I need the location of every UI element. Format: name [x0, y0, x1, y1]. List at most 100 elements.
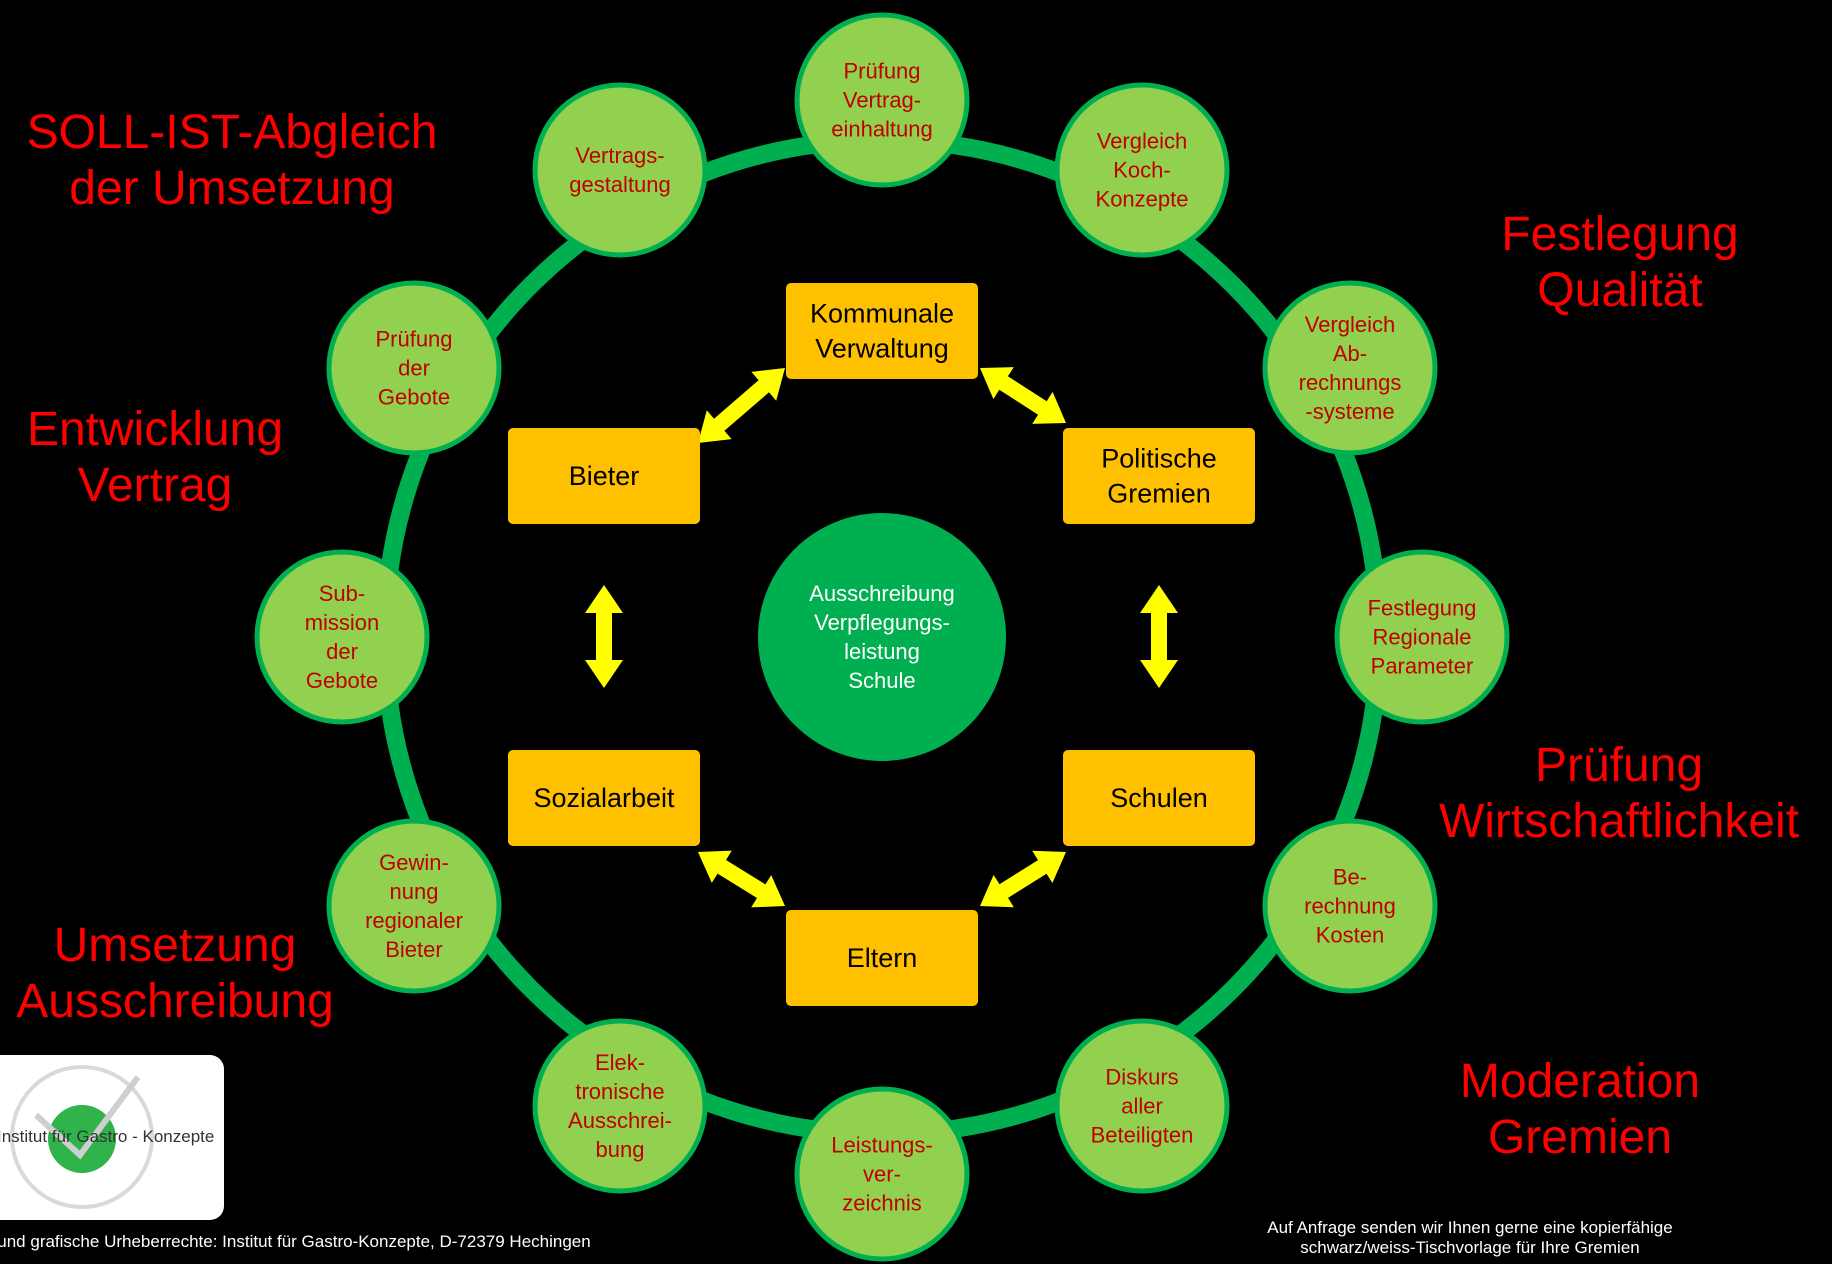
label-entwicklung-line-1: Entwicklung: [26, 403, 284, 456]
ring-node-diskurs-aller-beteiligten-line-2: aller: [1121, 1094, 1163, 1119]
center-text-line-3: leistung: [844, 639, 920, 664]
box-rect: [508, 428, 700, 524]
box-schulen-line-1: Schulen: [1110, 783, 1208, 813]
ring-node-vergleich-koch-konzepte-line-2: Koch-: [1113, 158, 1170, 183]
copyright-notice: Inhaltliche und grafische Urheberrechte:…: [0, 1232, 591, 1251]
arrow-schulen-eltern-icon: [980, 850, 1066, 908]
offer-note: Auf Anfrage senden wir Ihnen gerne eine …: [1160, 1218, 1780, 1258]
box-rect: [1063, 428, 1255, 524]
box-politische-gremien-line-2: Gremien: [1107, 479, 1211, 509]
box-politische-gremien-line-1: Politische: [1101, 444, 1217, 474]
offer-note-line-1: Auf Anfrage senden wir Ihnen gerne eine …: [1267, 1218, 1673, 1237]
box-schulen: Schulen: [1063, 750, 1255, 846]
ring-node-circle: [1262, 280, 1438, 456]
ring-node-festlegung-regionale-parameter-line-1: Festlegung: [1368, 596, 1477, 621]
ring-node-pruefung-vertrageinhaltung-line-1: Prüfung: [843, 59, 920, 84]
box-rect: [1063, 750, 1255, 846]
ring-node-circle: [254, 549, 430, 725]
center-circle: [758, 513, 1006, 761]
label-pruefung-line-1: Prüfung: [1534, 739, 1704, 792]
ring-node-gewinnung-regionaler-bieter-line-3: regionaler: [365, 908, 463, 933]
ring-node-elektronische-ausschreibung-line-3: Ausschrei-: [568, 1108, 672, 1133]
ring-node-circle: [532, 1018, 708, 1194]
label-pruefung-wirtschaftlichkeit: Prüfung Wirtschaftlichkeit: [1406, 738, 1832, 850]
offer-note-line-2: schwarz/weiss-Tischvorlage für Ihre Grem…: [1300, 1238, 1640, 1257]
label-festlegung-line-1: Festlegung: [1501, 208, 1739, 261]
box-eltern: Eltern: [786, 910, 978, 1006]
arrows-layer: [585, 367, 1178, 908]
arrow-bieter-verwaltung-icon: [698, 368, 785, 443]
ring-node-vergleich-abrechnungssysteme-line-3: rechnungs: [1299, 370, 1402, 395]
ring-node-circle: [532, 82, 708, 258]
label-umsetzung-line-2: Ausschreibung: [16, 975, 334, 1028]
institute-logo: Institut für Gastro - Konzepte: [0, 1055, 224, 1220]
box-rect: [786, 910, 978, 1006]
ring-node-circle: [1262, 818, 1438, 994]
box-sozialarbeit-line-1: Sozialarbeit: [533, 783, 675, 813]
box-bieter-line-1: Bieter: [569, 461, 640, 491]
ring-node-gewinnung-regionaler-bieter-line-2: nung: [390, 879, 439, 904]
ring-node-berechnung-kosten-line-1: Be-: [1333, 865, 1367, 890]
ring-node-pruefung-der-gebote-line-2: der: [398, 356, 430, 381]
arrow-gremien-schulen-icon: [1140, 585, 1178, 688]
center-text-line-1: Ausschreibung: [809, 581, 955, 606]
ring-node-vergleich-koch-konzepte-line-3: Konzepte: [1096, 187, 1189, 212]
label-soll-ist-line-1: SOLL-IST-Abgleich: [26, 106, 438, 159]
ring-node-vertragsgestaltung-line-1: Vertrags-: [575, 143, 664, 168]
ring-node-circle: [1054, 1018, 1230, 1194]
ring-node-gewinnung-regionaler-bieter-line-1: Gewin-: [379, 850, 449, 875]
ring-node-circle: [326, 280, 502, 456]
box-kommunale-verwaltung-line-1: Kommunale: [810, 299, 954, 329]
box-eltern-line-1: Eltern: [847, 943, 918, 973]
box-bieter: Bieter: [508, 428, 700, 524]
label-umsetzung-line-1: Umsetzung: [53, 919, 297, 972]
logo-text: Institut für Gastro - Konzepte: [0, 1127, 215, 1146]
ring-node-pruefung-vertrageinhaltung-line-3: einhaltung: [831, 117, 933, 142]
ring-node-leistungsverzeichnis-line-1: Leistungs-: [831, 1133, 933, 1158]
ring-node-diskurs-aller-beteiligten-line-1: Diskurs: [1105, 1065, 1178, 1090]
ring-node-berechnung-kosten-line-2: rechnung: [1304, 894, 1396, 919]
ring-node-submission-der-gebote-line-1: Sub-: [319, 581, 365, 606]
ring-node-circle: [794, 1086, 970, 1262]
label-pruefung-line-2: Wirtschaftlichkeit: [1438, 795, 1800, 848]
ring-node-vergleich-abrechnungssysteme-line-4: -systeme: [1305, 399, 1394, 424]
ring-node-elektronische-ausschreibung-line-4: bung: [596, 1137, 645, 1162]
ring-node-pruefung-der-gebote-line-1: Prüfung: [375, 327, 452, 352]
ring-node-pruefung-vertrageinhaltung-line-2: Vertrag-: [843, 88, 921, 113]
ring-node-submission-der-gebote-line-3: der: [326, 639, 358, 664]
ring-node-leistungsverzeichnis-line-3: zeichnis: [842, 1191, 921, 1216]
ring-node-festlegung-regionale-parameter-line-2: Regionale: [1372, 625, 1471, 650]
arrow-bieter-sozialarbeit-icon: [585, 585, 623, 688]
label-entwicklung-vertrag: Entwicklung Vertrag: [10, 402, 300, 514]
box-rect: [508, 750, 700, 846]
ring-node-elektronische-ausschreibung-line-1: Elek-: [595, 1050, 645, 1075]
checkmark-circle-icon: [10, 1065, 154, 1209]
label-festlegung-line-2: Qualität: [1537, 264, 1703, 317]
label-entwicklung-line-2: Vertrag: [77, 459, 233, 512]
center-text-line-2: Verpflegungs-: [814, 610, 950, 635]
ring-node-festlegung-regionale-parameter-line-3: Parameter: [1371, 654, 1474, 679]
center-text-line-4: Schule: [848, 668, 915, 693]
box-rect: [786, 283, 978, 379]
arrow-verwaltung-gremien-icon: [980, 367, 1066, 424]
ring-node-vergleich-abrechnungssysteme-line-1: Vergleich: [1305, 312, 1396, 337]
label-soll-ist-abgleich: SOLL-IST-Abgleich der Umsetzung: [0, 105, 464, 217]
ring-node-elektronische-ausschreibung-line-2: tronische: [575, 1079, 664, 1104]
label-moderation-line-2: Gremien: [1487, 1111, 1673, 1164]
ring-node-submission-der-gebote-line-2: mission: [305, 610, 380, 635]
label-moderation-line-1: Moderation: [1459, 1055, 1701, 1108]
